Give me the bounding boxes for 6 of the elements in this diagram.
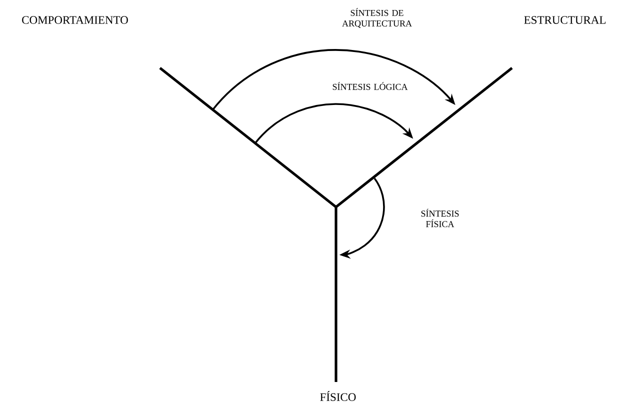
axis-label: COMPORTAMIENTO: [22, 16, 128, 24]
edge-label: SÍNTESIS LÓGICA: [332, 82, 408, 90]
edge-label: SÍNTESIS FÍSICA: [421, 208, 459, 228]
axis-line: [334, 207, 338, 382]
axis-label: ESTRUCTURAL: [524, 16, 606, 24]
edge-label: SÍNTESIS DE ARQUITECTURA: [342, 8, 412, 28]
